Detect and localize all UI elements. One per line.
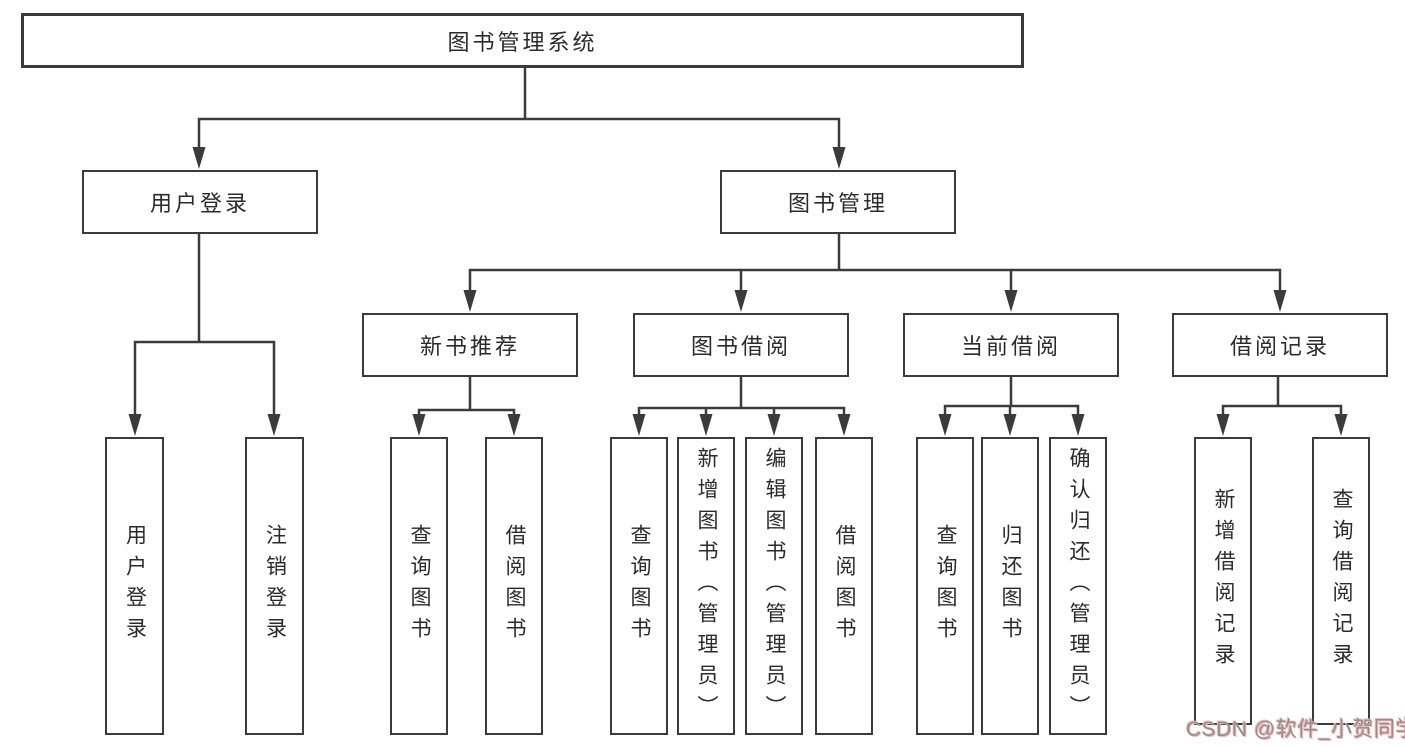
leaf-return-book: 归还图书: [981, 437, 1039, 735]
leaf-confirm-return-admin-label: 确认归还（管理员）: [1067, 446, 1090, 726]
leaf-borrow-books-1: 借阅图书: [485, 437, 543, 735]
leaf-query-borrow-record-label: 查询借阅记录: [1330, 488, 1353, 674]
node-book-management: 图书管理: [720, 170, 956, 234]
leaf-edit-book-admin: 编辑图书（管理员）: [745, 437, 803, 735]
leaf-query-books-3: 查询图书: [916, 437, 974, 735]
leaf-query-books-1-label: 查询图书: [408, 524, 431, 648]
node-current-borrowing-label: 当前借阅: [960, 334, 1061, 359]
leaf-add-borrow-record: 新增借阅记录: [1194, 437, 1252, 725]
leaf-borrow-books-2: 借阅图书: [815, 437, 873, 735]
leaf-logout: 注销登录: [245, 437, 304, 735]
leaf-confirm-return-admin: 确认归还（管理员）: [1049, 437, 1107, 735]
node-borrow-records: 借阅记录: [1172, 313, 1388, 377]
leaf-borrow-books-1-label: 借阅图书: [503, 524, 526, 648]
leaf-edit-book-admin-label: 编辑图书（管理员）: [763, 446, 786, 726]
node-current-borrowing: 当前借阅: [903, 313, 1119, 377]
node-user-login-label: 用户登录: [149, 191, 250, 216]
leaf-add-book-admin-label: 新增图书（管理员）: [695, 446, 718, 726]
leaf-add-borrow-record-label: 新增借阅记录: [1212, 488, 1235, 674]
node-book-management-label: 图书管理: [787, 191, 888, 216]
node-book-borrowing: 图书借阅: [633, 313, 849, 377]
leaf-logout-label: 注销登录: [263, 524, 287, 648]
leaf-query-books-3-label: 查询图书: [934, 524, 957, 648]
leaf-query-borrow-record: 查询借阅记录: [1312, 437, 1370, 725]
node-new-book-recommend-label: 新书推荐: [419, 334, 520, 359]
node-root: 图书管理系统: [21, 13, 1024, 68]
leaf-query-books-2-label: 查询图书: [628, 524, 651, 648]
node-root-label: 图书管理系统: [447, 29, 598, 55]
leaf-query-books-2: 查询图书: [610, 437, 668, 735]
node-new-book-recommend: 新书推荐: [362, 313, 578, 377]
leaf-return-book-label: 归还图书: [999, 524, 1022, 648]
node-borrow-records-label: 借阅记录: [1229, 334, 1330, 359]
leaf-add-book-admin: 新增图书（管理员）: [677, 437, 735, 735]
leaf-borrow-books-2-label: 借阅图书: [833, 524, 856, 648]
leaf-user-login-label: 用户登录: [123, 524, 147, 648]
csdn-watermark: CSDN @软件_小贺同学: [1186, 718, 1405, 741]
connector-paths: [133, 66, 1343, 417]
leaf-user-login: 用户登录: [105, 437, 164, 735]
arrowheads: [128, 147, 1348, 436]
node-book-borrowing-label: 图书借阅: [690, 334, 791, 359]
leaf-query-books-1: 查询图书: [390, 437, 448, 735]
node-user-login: 用户登录: [82, 170, 318, 234]
